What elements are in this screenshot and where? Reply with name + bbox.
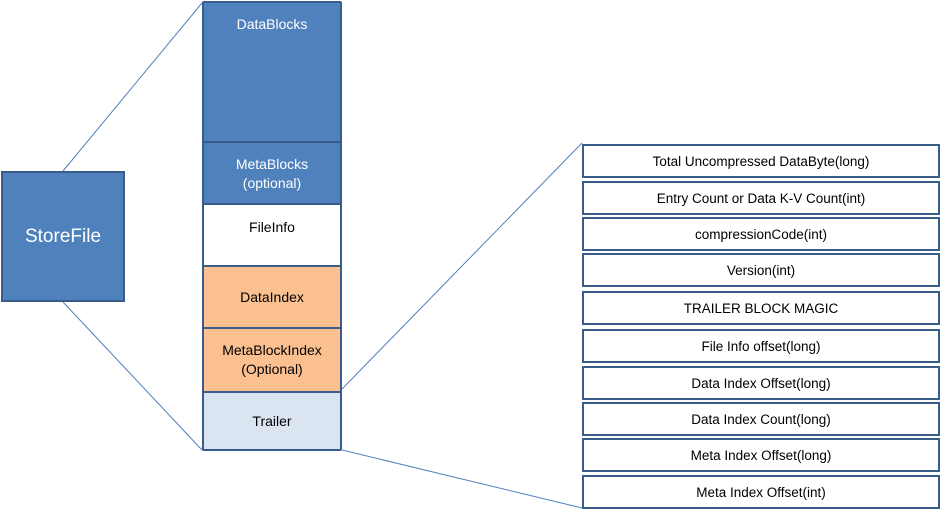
metablockindex-block: MetaBlockIndex (Optional): [204, 327, 340, 391]
storefile-label: StoreFile: [24, 225, 102, 247]
fileinfo-block: FileInfo: [204, 203, 340, 265]
trailer-field: Meta Index Offset(int): [582, 475, 940, 509]
trailer-label: Trailer: [252, 412, 292, 429]
trailer-fields-list: Total Uncompressed DataByte(long) Entry …: [582, 142, 941, 510]
metablocks-label: MetaBlocks (optional): [235, 156, 309, 191]
trailer-field: TRAILER BLOCK MAGIC: [582, 291, 940, 325]
trailer-field: Meta Index Offset(long): [582, 438, 940, 472]
dataindex-block: DataIndex: [204, 265, 340, 327]
trailer-field: File Info offset(long): [582, 329, 940, 363]
storefile-box: StoreFile: [1, 171, 125, 302]
storefile-to-top-connector: [62, 2, 203, 172]
metablocks-block: MetaBlocks (optional): [204, 141, 340, 203]
trailer-field: Total Uncompressed DataByte(long): [582, 144, 940, 178]
trailer-block: Trailer: [204, 391, 340, 449]
trailer-to-fields-bottom-connector: [341, 449, 583, 509]
trailer-to-fields-top-connector: [341, 142, 583, 390]
trailer-field: Data Index Count(long): [582, 402, 940, 436]
datablocks-block: DataBlocks: [204, 3, 340, 141]
trailer-field: Version(int): [582, 253, 940, 287]
trailer-field: compressionCode(int): [582, 217, 940, 251]
fileinfo-label: FileInfo: [249, 219, 295, 235]
storefile-to-bottom-connector: [62, 301, 203, 451]
metablockindex-label: MetaBlockIndex (Optional): [222, 342, 322, 377]
trailer-field: Entry Count or Data K-V Count(int): [582, 181, 940, 215]
trailer-field: Data Index Offset(long): [582, 366, 940, 400]
dataindex-label: DataIndex: [240, 288, 304, 305]
hfile-block-stack: DataBlocks MetaBlocks (optional) FileInf…: [202, 1, 342, 451]
datablocks-label: DataBlocks: [236, 16, 308, 32]
